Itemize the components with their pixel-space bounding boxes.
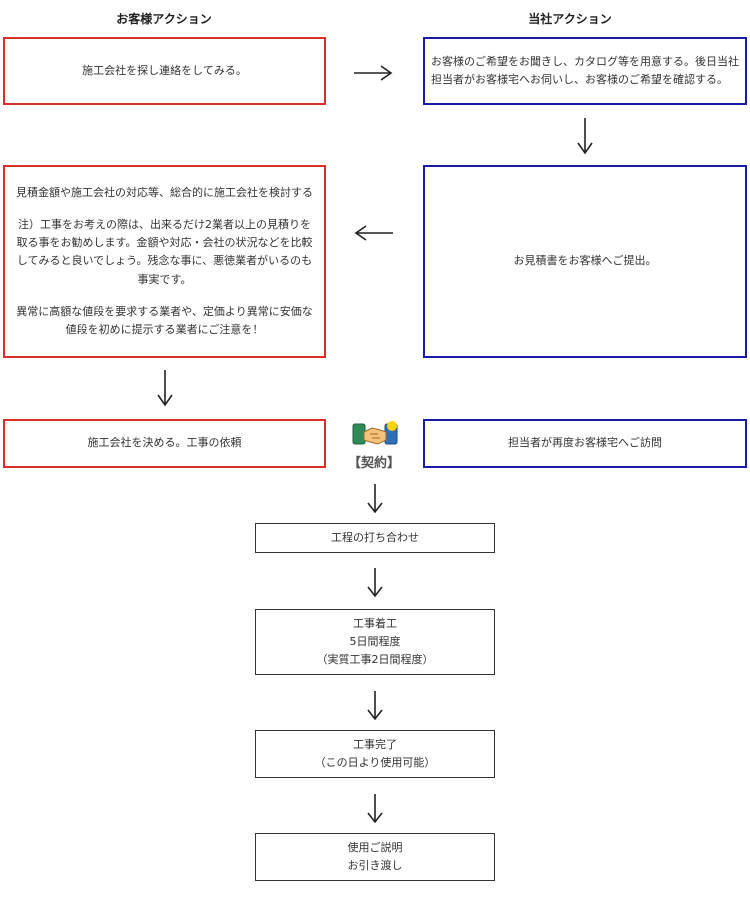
company-step-estimate: お見積書をお客様へご提出。 [423, 165, 747, 358]
contract-label: 【契約】 [347, 456, 400, 471]
flow-step-planning: 工程の打ち合わせ [255, 523, 495, 553]
customer-step-compare-warning: 異常に高額な値段を要求する業者や、定価より異常に安価な値段を初めに提示する業者に… [16, 304, 313, 336]
customer-step-contact-text: 施工会社を探し連絡をしてみる。 [82, 63, 247, 77]
company-actions-heading: 当社アクション [528, 12, 612, 26]
handshake-icon [352, 420, 398, 453]
arrow-down-icon [155, 368, 175, 408]
arrow-down-icon [575, 116, 595, 156]
arrow-down-icon [365, 689, 385, 721]
company-step-hearing-text: お客様のご希望をお聞きし、カタログ等を用意する。後日当社担当者がお客様宅へお伺い… [431, 54, 739, 86]
flow-step-construction-start-text: 工事着工 5日間程度 （実質工事2日間程度） [316, 616, 434, 667]
customer-step-decide: 施工会社を決める。工事の依頼 [3, 419, 326, 468]
flow-step-completion-text: 工事完了 （この日より使用可能） [314, 737, 436, 769]
arrow-right-icon [352, 64, 394, 82]
flow-step-handover-text: 使用ご説明 お引き渡し [347, 840, 403, 872]
company-step-revisit-text: 担当者が再度お客様宅へご訪問 [508, 436, 662, 450]
flow-step-construction-start: 工事着工 5日間程度 （実質工事2日間程度） [255, 609, 495, 675]
company-step-hearing: お客様のご希望をお聞きし、カタログ等を用意する。後日当社担当者がお客様宅へお伺い… [423, 37, 747, 105]
arrow-left-icon [353, 224, 395, 242]
customer-step-compare-main: 見積金額や施工会社の対応等、総合的に施工会社を検討する [16, 186, 313, 199]
flow-step-completion: 工事完了 （この日より使用可能） [255, 730, 495, 778]
arrow-down-icon [365, 792, 385, 824]
company-step-estimate-text: お見積書をお客様へご提出。 [513, 254, 657, 268]
customer-step-contact: 施工会社を探し連絡をしてみる。 [3, 37, 326, 105]
contract-marker: 【契約】 [344, 420, 404, 472]
flow-step-handover: 使用ご説明 お引き渡し [255, 833, 495, 881]
customer-step-compare-note: 注）工事をお考えの際は、出来るだけ2業者以上の見積りを取る事をお勧めします。金額… [16, 218, 313, 286]
customer-actions-heading: お客様アクション [116, 12, 212, 26]
company-step-revisit: 担当者が再度お客様宅へご訪問 [423, 419, 747, 468]
arrow-down-icon [365, 566, 385, 598]
customer-step-decide-text: 施工会社を決める。工事の依頼 [87, 436, 242, 450]
customer-step-compare: 見積金額や施工会社の対応等、総合的に施工会社を検討する 注）工事をお考えの際は、… [3, 165, 326, 358]
arrow-down-icon [365, 482, 385, 514]
flow-step-planning-text: 工程の打ち合わせ [331, 530, 419, 544]
